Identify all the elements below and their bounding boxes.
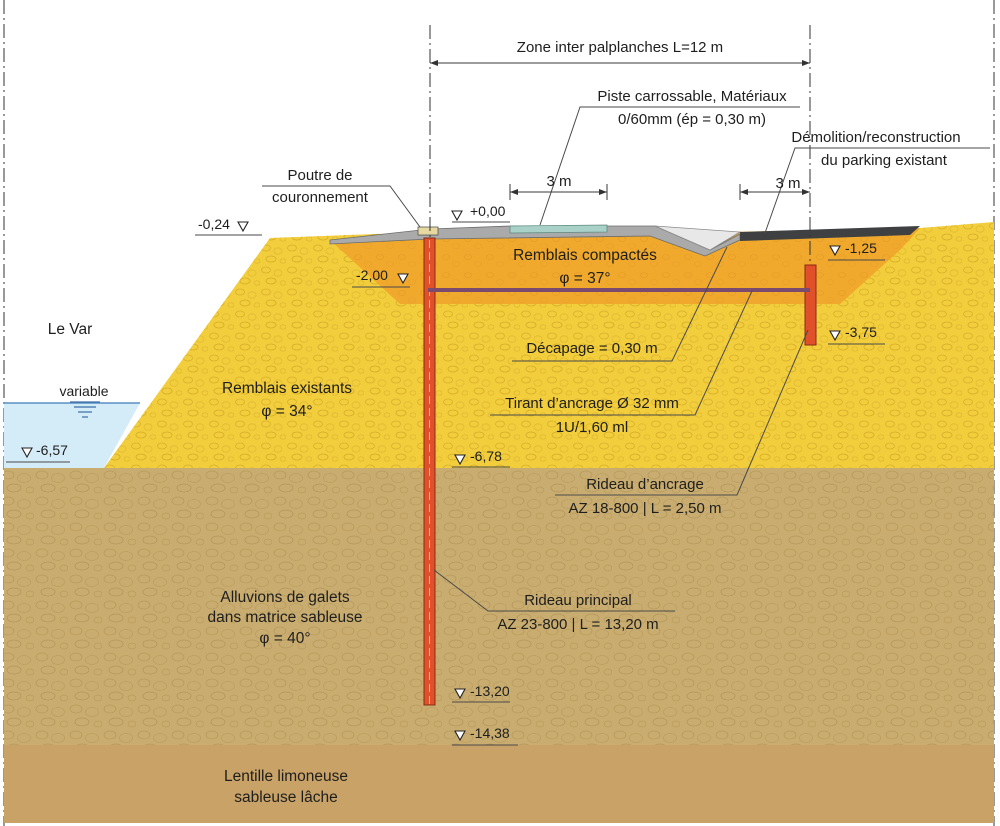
elevation-marker-000	[451, 210, 510, 223]
dim-3m-left	[509, 184, 608, 200]
lentille-label-line1: Lentille limoneuse	[224, 768, 348, 785]
soil-lentille-layer	[4, 745, 994, 823]
variable-label: variable	[59, 383, 108, 399]
dim-3m-left-label: 3 m	[546, 173, 571, 190]
elevation-marker-1320	[452, 688, 510, 703]
alluvions-label-line2: dans matrice sableuse	[207, 609, 362, 626]
piste-label-line1: Piste carrossable, Matériaux	[597, 88, 787, 105]
remblais-compactes-phi: φ = 37°	[559, 270, 610, 287]
parking-pavement	[740, 226, 920, 241]
tirant-label-line1: Tirant d’ancrage Ø 32 mm	[505, 395, 679, 412]
decapage-leader	[512, 246, 728, 362]
elevation-200-label: -2,00	[356, 267, 388, 283]
alluvions-phi: φ = 40°	[259, 630, 310, 647]
elevation-125-label: -1,25	[845, 240, 877, 256]
elevation-657-label: -6,57	[36, 442, 68, 458]
poutre-label-line2: couronnement	[272, 189, 369, 206]
elevation-1438-label: -14,38	[470, 725, 510, 741]
remblais-existants-label: Remblais existants	[222, 380, 352, 397]
crown-beam	[417, 226, 439, 236]
alluvions-label-line1: Alluvions de galets	[220, 589, 349, 606]
piste-leader	[539, 106, 800, 226]
zone-label: Zone inter palplanches L=12 m	[517, 39, 723, 56]
elevation-024-label: -0,24	[198, 216, 230, 232]
rideau-ancrage-label-line2: AZ 18-800 | L = 2,50 m	[568, 500, 721, 517]
rideau-principal-label-line2: AZ 23-800 | L = 13,20 m	[497, 616, 658, 633]
water-body	[4, 402, 140, 468]
poutre-label-line1: Poutre de	[287, 167, 352, 184]
anchor-sheet-pile	[804, 264, 817, 346]
le-var-label: Le Var	[48, 321, 93, 338]
soil-alluvions-layer	[4, 468, 994, 745]
gravel-track	[509, 224, 608, 234]
lentille-label-line2: sableuse lâche	[234, 789, 337, 806]
elevation-678-label: -6,78	[470, 448, 502, 464]
remblais-existants-phi: φ = 34°	[261, 403, 312, 420]
elevation-marker-678	[452, 454, 510, 468]
demolition-label-line1: Démolition/reconstruction	[791, 129, 960, 146]
tirant-leader	[490, 290, 753, 416]
elevation-marker-375	[828, 330, 885, 345]
elevation-marker-125	[828, 245, 885, 261]
rideau-ancrage-leader	[555, 329, 809, 496]
demolition-label-line2: du parking existant	[821, 152, 948, 169]
elevation-375-label: -3,75	[845, 324, 877, 340]
elevation-marker-200	[352, 273, 410, 288]
road-surface	[329, 224, 920, 257]
dim-3m-right	[739, 184, 810, 200]
decapage-label: Décapage = 0,30 m	[526, 340, 657, 357]
zone-dimension	[430, 60, 810, 66]
rideau-principal-leader	[433, 569, 675, 612]
ditch-gravel	[654, 225, 742, 251]
poutre-leader	[262, 185, 421, 228]
remblais-compactes-label: Remblais compactés	[513, 247, 657, 264]
piste-label-line2: 0/60mm (ép = 0,30 m)	[618, 111, 766, 128]
rideau-ancrage-label-line1: Rideau d’ancrage	[586, 476, 704, 493]
elevation-1320-label: -13,20	[470, 683, 510, 699]
water-level-symbol	[70, 401, 100, 418]
elevation-marker-1438	[452, 730, 518, 746]
elevation-marker-657	[6, 447, 70, 463]
soil-remblais-compactes-layer	[330, 228, 920, 304]
dim-3m-right-label: 3 m	[775, 175, 800, 192]
tirant-label-line2: 1U/1,60 ml	[556, 419, 629, 436]
demolition-leader	[764, 147, 990, 234]
elevation-marker-024	[195, 221, 262, 236]
elevation-000-label: +0,00	[470, 203, 506, 219]
rideau-principal-label-line1: Rideau principal	[524, 592, 632, 609]
